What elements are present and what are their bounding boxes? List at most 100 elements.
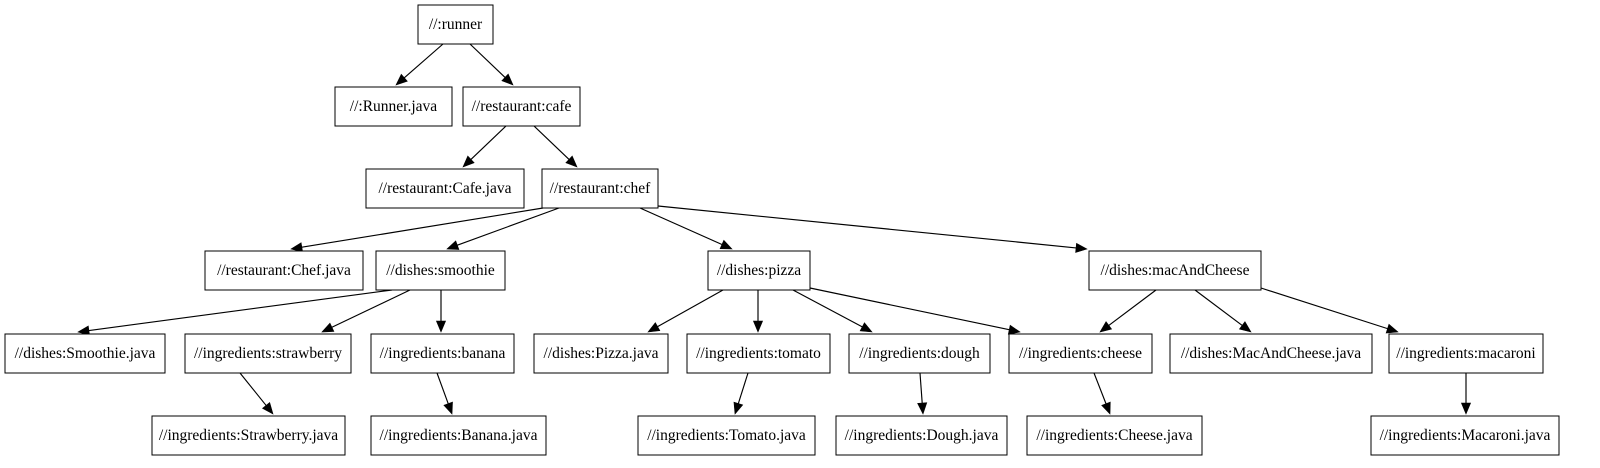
node-label: //dishes:pizza [717,262,801,279]
edge-line [239,372,267,406]
node-label: //ingredients:Macaroni.java [1380,427,1551,444]
node-label: //dishes:smoothie [386,262,495,279]
node-box[interactable] [848,333,991,374]
node-label: //dishes:Smoothie.java [15,345,156,362]
edge-arrowhead-icon [733,401,744,415]
graph-node-ing_tomato[interactable]: //ingredients:tomato [686,333,831,374]
graph-edge [395,43,444,86]
edge-line [809,287,1010,331]
graph-edge [1093,372,1111,415]
node-box[interactable] [370,333,515,374]
graph-node-cafe_java[interactable]: //restaurant:Cafe.java [365,168,525,209]
node-box[interactable] [462,86,581,127]
node-box[interactable] [541,168,659,209]
node-box[interactable] [533,333,669,374]
graph-node-cheese_java[interactable]: //ingredients:Cheese.java [1026,415,1203,456]
graph-edge [917,372,928,415]
node-box[interactable] [1026,415,1203,456]
graph-node-chef_java[interactable]: //restaurant:Chef.java [204,250,364,291]
graph-edge [239,372,274,415]
edge-line [457,207,560,246]
edge-arrowhead-icon [917,402,928,415]
graph-node-ing_banana[interactable]: //ingredients:banana [370,333,515,374]
graph-node-runner_java[interactable]: //:Runner.java [334,86,453,127]
edge-arrowhead-icon [290,242,303,253]
edge-line [919,372,923,404]
graph-node-pizza_java[interactable]: //dishes:Pizza.java [533,333,669,374]
edge-arrowhead-icon [1099,321,1113,333]
graph-edge [1194,289,1252,333]
node-box[interactable] [365,168,525,209]
node-box[interactable] [334,86,453,127]
graph-edge [1260,287,1399,334]
edge-line [1260,287,1388,330]
edge-line [533,125,570,160]
edge-line [657,205,1077,249]
node-label: //dishes:macAndCheese [1101,262,1250,279]
graph-edge [733,372,749,415]
node-box[interactable] [151,415,346,456]
graph-edge [469,43,514,86]
graph-edge [290,207,544,253]
graph-node-dishes_mac[interactable]: //dishes:macAndCheese [1088,250,1262,291]
node-label: //dishes:MacAndCheese.java [1181,345,1361,362]
graph-node-banana_java[interactable]: //ingredients:Banana.java [370,415,547,456]
graph-edge [1460,373,1472,415]
node-box[interactable] [686,333,831,374]
node-label: //restaurant:Cafe.java [379,180,512,197]
graph-node-dishes_smoothie[interactable]: //dishes:smoothie [375,250,506,291]
edge-arrowhead-icon [1007,324,1021,335]
node-box[interactable] [1088,250,1262,291]
node-box[interactable] [835,415,1008,456]
edge-arrowhead-icon [446,240,460,250]
graph-edge [752,290,764,333]
node-box[interactable] [370,415,547,456]
graph-edge [77,289,393,336]
edge-layer [77,43,1472,415]
graph-edge [435,290,447,333]
node-box[interactable] [184,333,352,374]
edge-line [792,289,863,328]
node-box[interactable] [1370,415,1560,456]
graph-node-tomato_java[interactable]: //ingredients:Tomato.java [637,415,816,456]
edge-arrowhead-icon [1460,402,1472,415]
edge-line [301,207,544,248]
edge-line [657,289,724,328]
node-box[interactable] [4,333,166,374]
edge-line [403,43,444,79]
node-box[interactable] [1008,333,1153,374]
edge-arrowhead-icon [1075,242,1088,253]
node-box[interactable] [707,250,811,291]
graph-node-smoothie_java[interactable]: //dishes:Smoothie.java [4,333,166,374]
graph-node-restaurant_cafe[interactable]: //restaurant:cafe [462,86,581,127]
graph-edge [436,372,453,415]
graph-node-strawberry_java[interactable]: //ingredients:Strawberry.java [151,415,346,456]
graph-node-ing_dough[interactable]: //ingredients:dough [848,333,991,374]
graph-node-ing_strawberry[interactable]: //ingredients:strawberry [184,333,352,374]
edge-line [737,372,749,404]
graph-node-dough_java[interactable]: //ingredients:Dough.java [835,415,1008,456]
graph-edge [533,125,578,168]
graph-node-restaurant_chef[interactable]: //restaurant:chef [541,168,659,209]
graph-node-mac_java[interactable]: //dishes:MacAndCheese.java [1169,333,1373,374]
node-box[interactable] [637,415,816,456]
node-box[interactable] [1388,333,1544,374]
graph-node-ing_cheese[interactable]: //ingredients:cheese [1008,333,1153,374]
graph-node-ing_macaroni[interactable]: //ingredients:macaroni [1388,333,1544,374]
node-box[interactable] [204,250,364,291]
graph-edge [1099,289,1157,333]
edge-arrowhead-icon [395,73,408,86]
node-box[interactable] [1169,333,1373,374]
graph-node-dishes_pizza[interactable]: //dishes:pizza [707,250,811,291]
graph-edge [809,287,1021,335]
graph-node-macaroni_java[interactable]: //ingredients:Macaroni.java [1370,415,1560,456]
node-box[interactable] [375,250,506,291]
node-label: //ingredients:cheese [1019,345,1142,362]
edge-arrowhead-icon [1238,321,1252,333]
node-label: //ingredients:Cheese.java [1036,427,1192,444]
graph-node-runner[interactable]: //:runner [417,4,494,45]
edge-arrowhead-icon [1385,323,1399,334]
edge-arrowhead-icon [859,322,873,333]
node-box[interactable] [417,4,494,45]
